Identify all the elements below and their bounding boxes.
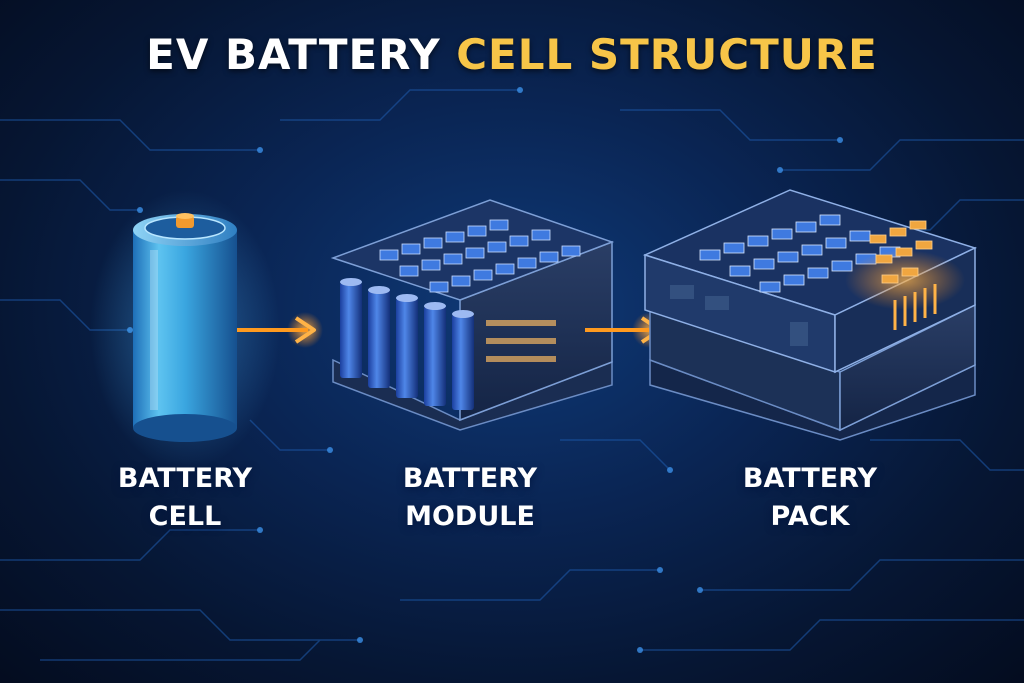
battery-cell-icon (90, 190, 280, 470)
title-main: EV BATTERY (146, 30, 441, 79)
battery-module-icon (330, 199, 615, 431)
stage-label-module-line2: MODULE (405, 501, 535, 532)
stage-label-module-line1: BATTERY (402, 463, 538, 494)
stage-label-pack-line2: PACK (770, 501, 850, 532)
arrow-right-icon (237, 312, 323, 348)
stage-label-module: BATTERY MODULE (360, 460, 580, 536)
page-title: EV BATTERY CELL STRUCTURE (0, 30, 1024, 79)
stage-label-pack: BATTERY PACK (700, 460, 920, 536)
battery-pack-icon (642, 189, 978, 441)
title-accent: CELL STRUCTURE (456, 30, 878, 79)
stage-label-cell-line2: CELL (148, 501, 222, 532)
stage-label-cell: BATTERY CELL (75, 460, 295, 536)
stage-label-cell-line1: BATTERY (117, 463, 253, 494)
stage-label-pack-line1: BATTERY (742, 463, 878, 494)
